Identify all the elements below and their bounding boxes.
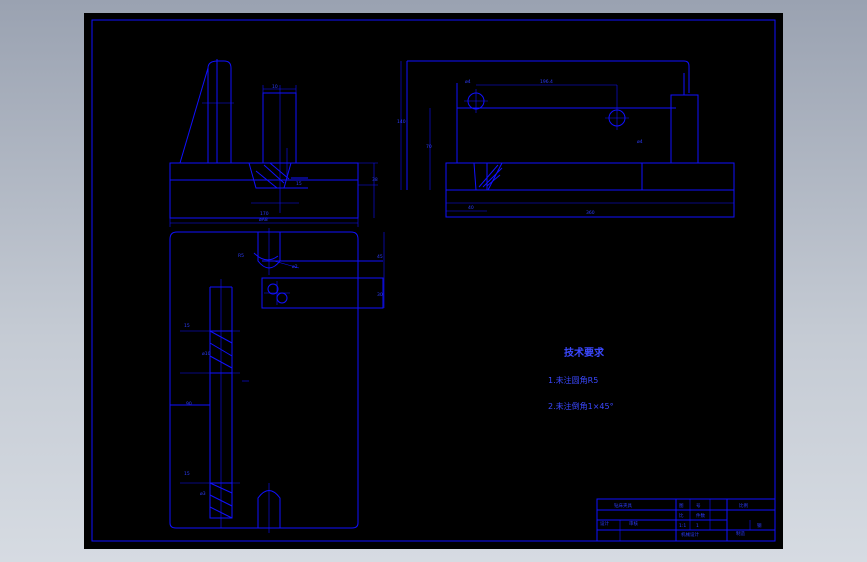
top-view-bottom-left <box>169 228 385 533</box>
dim-right: 38 <box>372 177 378 183</box>
dim-hole2: ø4 <box>637 139 643 145</box>
side-view-top-right <box>400 60 735 218</box>
tb-r1c3: 号 <box>696 503 701 509</box>
note-line-2: 2.未注倒角1×45° <box>548 401 614 411</box>
dim-left-1: 15 <box>184 323 190 329</box>
dim-left-3: 15 <box>184 471 190 477</box>
dim-left-2: ø10 <box>202 351 211 357</box>
dim-center-span: 196.4 <box>540 79 553 85</box>
dim-hole1: ø4 <box>465 79 471 85</box>
tb-r2c3: 比 <box>679 512 684 519</box>
dim-inner-height: 70 <box>426 144 432 150</box>
tb-r4c3: 钢 <box>757 522 762 529</box>
front-view-top-left <box>169 59 378 227</box>
dim-base-hole: øA8 <box>259 217 268 223</box>
dim-bottom-width: 170 <box>260 211 269 217</box>
dim-height: 15 <box>296 181 302 187</box>
dim-h2: 30 <box>377 292 383 298</box>
title-block <box>596 498 776 542</box>
dim-mid: 90 <box>186 401 192 407</box>
drawing-border <box>91 19 776 542</box>
dim-base-width: 360 <box>586 210 595 216</box>
tb-r3c2: 1:1 <box>679 523 686 529</box>
tb-r2c1: 设计 <box>600 520 609 527</box>
tb-r2c4: 件数 <box>696 512 705 519</box>
dim-slot-r: R5 <box>238 253 244 259</box>
tb-r4c2: 制造 <box>736 530 745 537</box>
tb-name: 钻床夹具 <box>614 502 632 509</box>
dim-base-left: 40 <box>468 205 474 211</box>
tb-r4c1: 机械设计 <box>681 531 699 538</box>
tb-r3c3: 1 <box>696 523 699 529</box>
dim-top: 10 <box>272 84 278 90</box>
dim-h1: 45 <box>377 254 383 260</box>
dim-left-height: 140 <box>397 119 406 125</box>
tb-r2c2: 审核 <box>629 520 638 527</box>
dim-left-4: ø3 <box>200 491 206 497</box>
notes-title: 技术要求 <box>564 346 605 359</box>
tb-r1c4: 比例 <box>739 502 748 509</box>
note-line-1: 1.未注圆角R5 <box>548 375 598 385</box>
drawing-canvas[interactable]: 10 38 15 øA8 170 <box>84 13 783 549</box>
drawing-sheet[interactable]: 10 38 15 øA8 170 <box>84 13 783 549</box>
tb-r1c2: 图 <box>679 503 684 509</box>
dim-slot-d: ø2 <box>292 264 298 270</box>
